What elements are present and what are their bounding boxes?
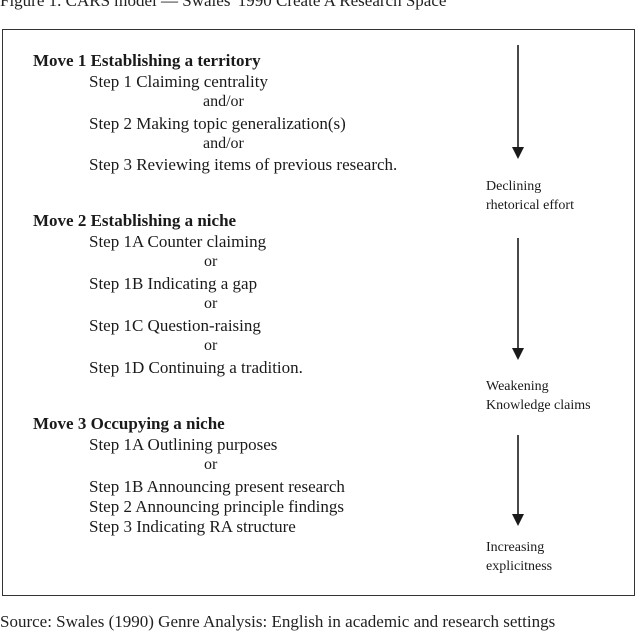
move-1-step-1: Step 1 Claiming centrality [89, 72, 268, 91]
move-3-step-2: Step 2 Announcing principle findings [89, 497, 344, 516]
move-2-step-1b: Step 1B Indicating a gap [89, 274, 258, 293]
move-2-step-1a: Step 1A Counter claiming [89, 232, 267, 251]
figure-caption-cut: Figure 1. CARS model — Swales' 1990 Crea… [0, 0, 447, 10]
down-arrow-1 [512, 45, 524, 159]
down-arrow-3 [512, 435, 524, 526]
move-2-step-1c: Step 1C Question-raising [89, 316, 261, 335]
footer-cut: Source: Swales (1990) Genre Analysis: En… [0, 612, 556, 631]
move-1-step-3: Step 3 Reviewing items of previous resea… [89, 155, 398, 174]
move-1-conj-1: and/or [203, 93, 244, 110]
side-label-1-line-1: Declining [486, 179, 542, 194]
cars-model-frame [2, 29, 635, 596]
move-2-conj-1: or [204, 253, 218, 270]
move-1-conj-2: and/or [203, 135, 244, 152]
move-2-heading: Move 2 Establishing a niche [33, 211, 237, 230]
move-3-step-3: Step 3 Indicating RA structure [89, 517, 296, 536]
side-label-3-line-1: Increasing [486, 540, 545, 555]
down-arrow-2 [512, 238, 524, 360]
move-3-conj-1: or [204, 456, 218, 473]
move-2-conj-3: or [204, 337, 218, 354]
move-1-heading: Move 1 Establishing a territory [33, 51, 261, 70]
side-label-1: Declining rhetorical effort [486, 177, 574, 215]
move-1-step-2: Step 2 Making topic generalization(s) [89, 114, 346, 133]
side-label-1-line-2: rhetorical effort [486, 198, 574, 213]
move-2-step-1d: Step 1D Continuing a tradition. [89, 358, 303, 377]
move-3-step-1a: Step 1A Outlining purposes [89, 435, 278, 454]
move-3-heading: Move 3 Occupying a niche [33, 414, 225, 433]
side-label-2-line-1: Weakening [486, 379, 549, 394]
move-3-step-1b: Step 1B Announcing present research [89, 477, 345, 496]
side-label-2: Weakening Knowledge claims [486, 377, 591, 415]
side-label-3: Increasing explicitness [486, 538, 552, 576]
move-2-conj-2: or [204, 295, 218, 312]
side-label-3-line-2: explicitness [486, 559, 553, 574]
side-label-2-line-2: Knowledge claims [486, 398, 591, 413]
